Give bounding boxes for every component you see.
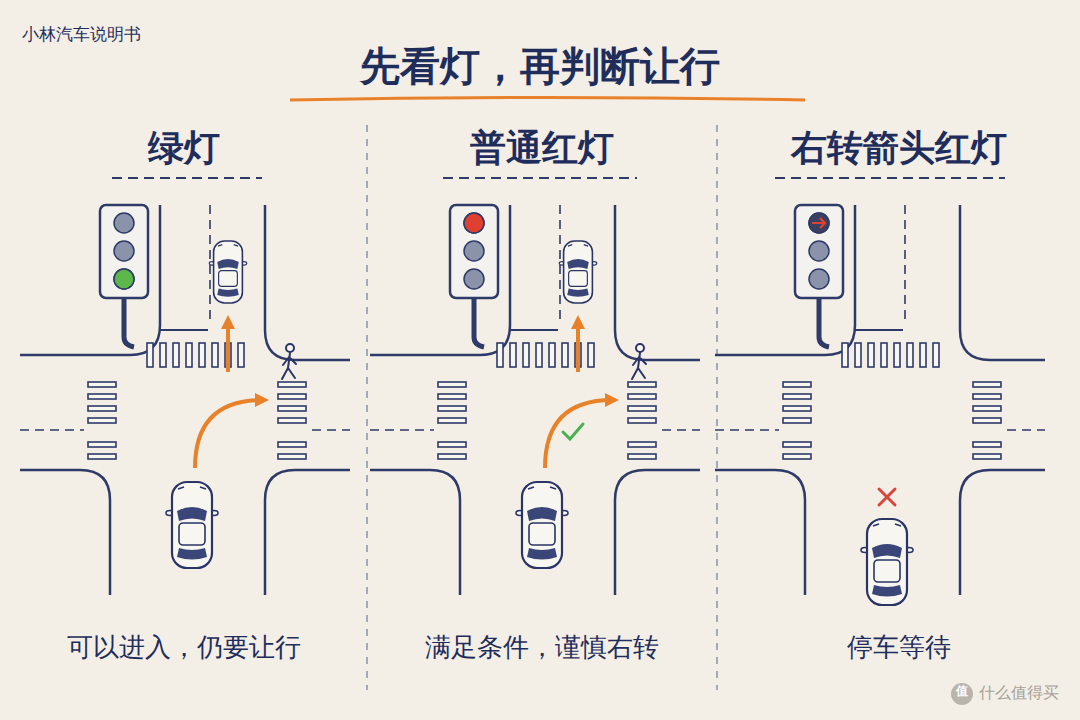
panel-heading: 绿灯	[148, 126, 220, 169]
panel-caption: 停车等待	[847, 632, 951, 663]
panel-caption: 可以进入，仍要让行	[67, 632, 301, 663]
panel-caption: 满足条件，谨慎右转	[425, 632, 659, 663]
panel-heading: 普通红灯	[470, 126, 614, 169]
panel-heading: 右转箭头红灯	[791, 126, 1007, 169]
light-panel: 普通红灯满足条件，谨慎右转	[367, 120, 717, 690]
title: 先看灯，再判断让行	[0, 42, 1080, 90]
watermark: 什么值得买	[979, 683, 1059, 702]
brand-label: 小林汽车说明书	[22, 24, 141, 44]
light-panel: 右转箭头红灯停车等待	[717, 120, 1080, 690]
watermark-logo: 值	[952, 684, 972, 698]
light-panel: 绿灯可以进入，仍要让行	[0, 120, 367, 690]
